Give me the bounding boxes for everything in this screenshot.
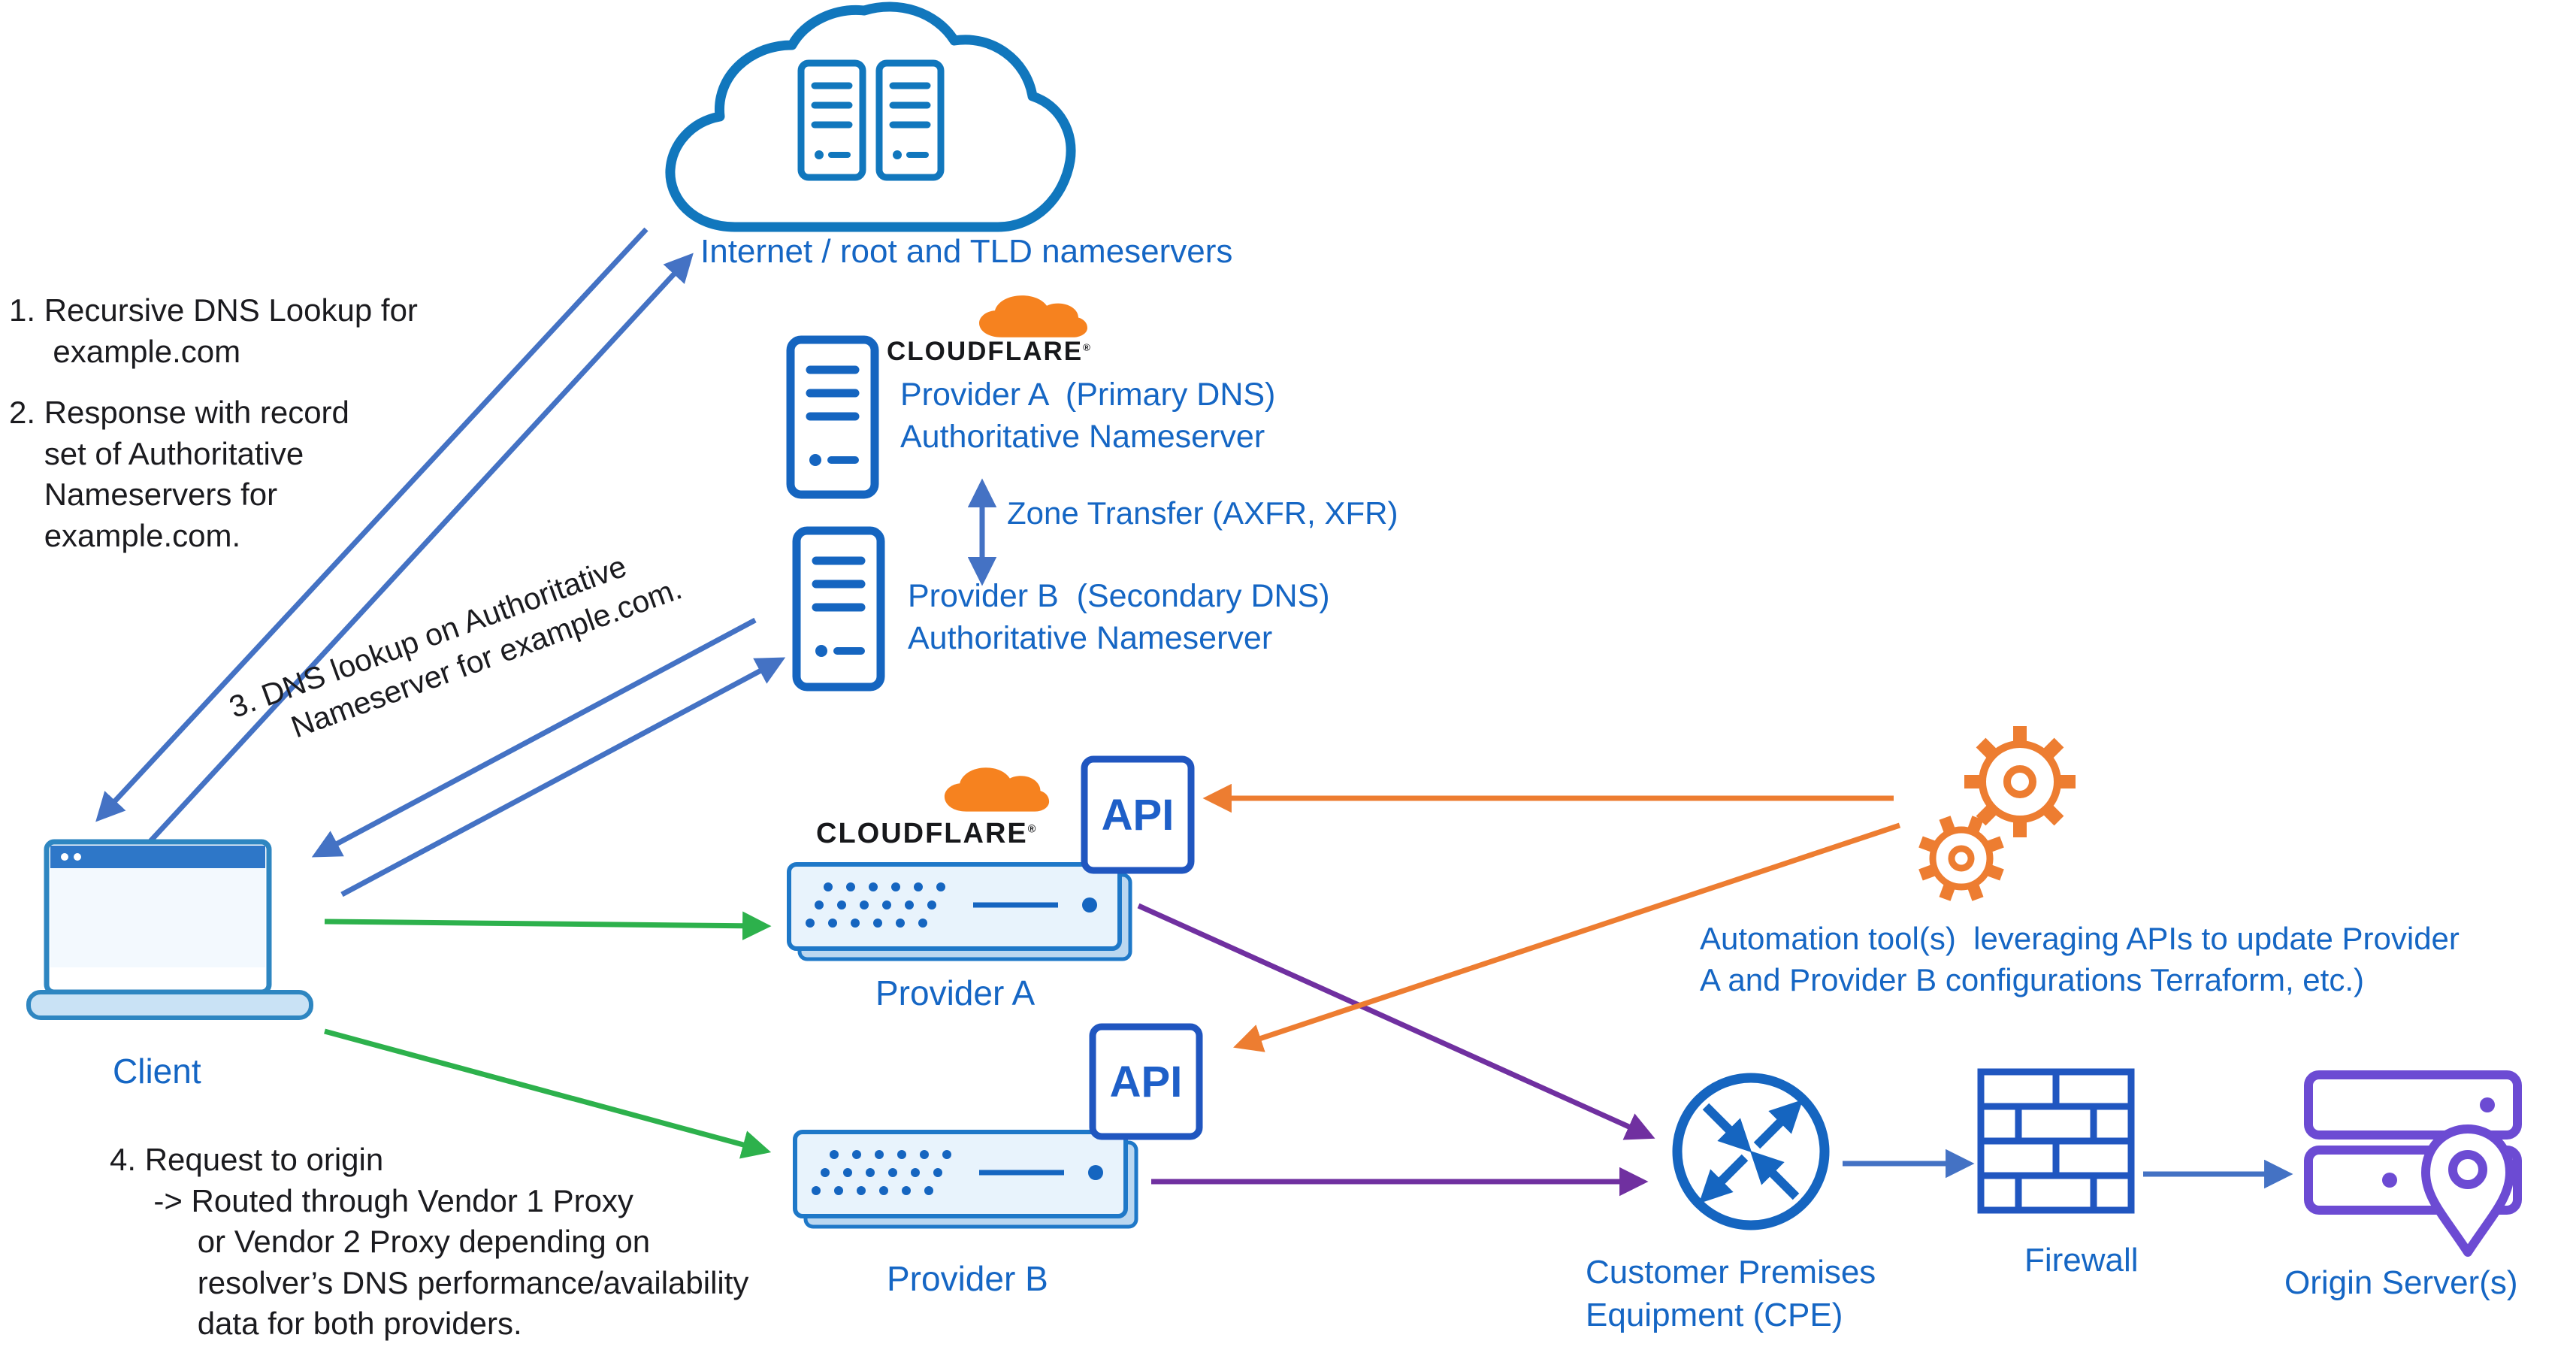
- origin-servers-icon: [2304, 1070, 2522, 1257]
- arrow-client-provider-b: [324, 1028, 772, 1159]
- arrow-dns-response-authoritative: [311, 617, 757, 858]
- provider-b-label: Provider B: [887, 1259, 1048, 1298]
- cloudflare-logo-icon: [979, 295, 1087, 337]
- provider-b-rack-icon: [793, 1130, 1138, 1229]
- arrow-client-provider-a: [324, 911, 772, 940]
- registered-mark: ®: [1083, 341, 1092, 353]
- registered-mark: ®: [1027, 823, 1038, 836]
- client-label: Client: [113, 1052, 201, 1091]
- provider-b-nameserver-label: Provider B (Secondary DNS) Authoritative…: [908, 578, 1330, 656]
- cloudflare-wordmark-text: CLOUDFLARE: [887, 337, 1084, 366]
- arrow-recursive-response: [95, 227, 649, 822]
- internet-label: Internet / root and TLD nameservers: [700, 233, 1233, 270]
- api-label-provider-b: API: [1109, 1057, 1183, 1106]
- note-step1: 1. Recursive DNS Lookup for example.com: [9, 292, 418, 369]
- cloudflare-wordmark: CLOUDFLARE®: [887, 337, 1092, 367]
- client-laptop-icon: [26, 839, 313, 1020]
- zone-transfer-label: Zone Transfer (AXFR, XFR): [1007, 495, 1398, 531]
- api-badge-provider-a: [1081, 755, 1195, 874]
- arrow-dns-lookup-authoritative: [340, 657, 786, 897]
- cloudflare-wordmark: CLOUDFLARE®: [816, 818, 1037, 850]
- cpe-label: Customer Premises Equipment (CPE): [1586, 1254, 1876, 1334]
- tld-nameserver-icon: [875, 59, 945, 181]
- cloudflare-wordmark-text: CLOUDFLARE: [816, 818, 1028, 849]
- arrow-recursive-lookup: [141, 253, 694, 852]
- provider-a-label: Provider A: [875, 973, 1036, 1012]
- provider-b-nameserver-icon: [792, 526, 885, 692]
- root-nameserver-icon: [797, 59, 866, 181]
- gears-icon: [1918, 726, 2076, 901]
- automation-label: Automation tool(s) leveraging APIs to up…: [1700, 921, 2460, 997]
- internet-cloud-icon: [665, 2, 1076, 232]
- api-badge-provider-b: [1089, 1023, 1203, 1140]
- provider-a-rack-icon: [787, 862, 1132, 961]
- arrow-provider-a-cpe: [1137, 903, 1655, 1140]
- origin-label: Origin Server(s): [2284, 1264, 2518, 1301]
- cloudflare-logo-icon: [944, 767, 1050, 812]
- arrow-automation-api-b: [1233, 822, 1901, 1052]
- note-step4: 4. Request to origin -> Routed through V…: [110, 1142, 749, 1342]
- note-step2: 2. Response with record set of Authorita…: [9, 395, 349, 553]
- location-pin-icon: [2421, 1124, 2514, 1257]
- api-label-provider-a: API: [1101, 790, 1175, 840]
- provider-a-nameserver-label: Provider A (Primary DNS) Authoritative N…: [900, 377, 1276, 455]
- cpe-router-icon: [1672, 1073, 1830, 1230]
- firewall-label: Firewall: [2024, 1242, 2139, 1279]
- firewall-icon: [1977, 1068, 2135, 1214]
- provider-a-nameserver-icon: [786, 335, 879, 499]
